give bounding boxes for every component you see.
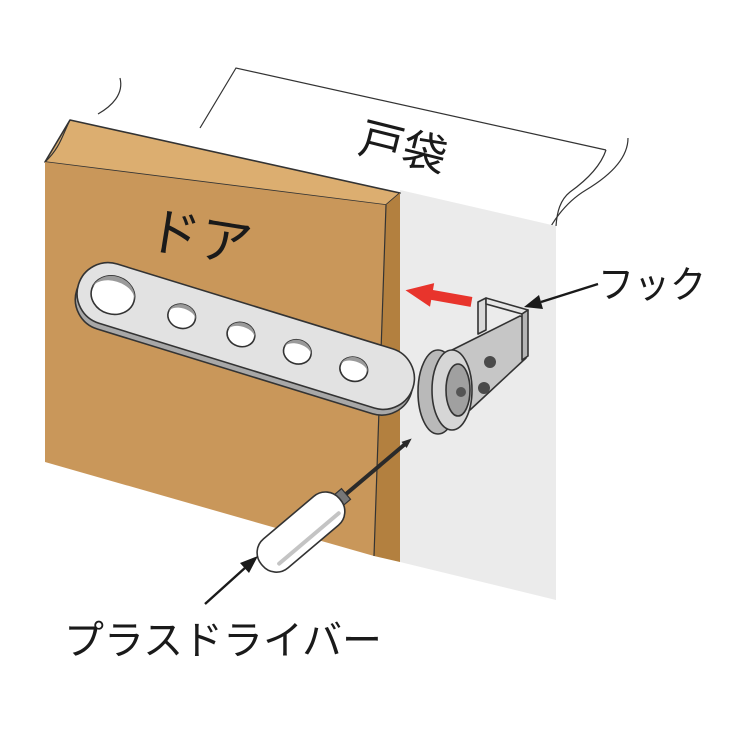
pivot-screw (456, 387, 466, 397)
hanger-arm-hole-shade (227, 322, 255, 339)
screwdriver-handle-shade (277, 511, 341, 566)
screwdriver-pointer-line (204, 566, 247, 605)
screwdriver-tip (401, 438, 412, 449)
hook-label: フック (598, 263, 706, 307)
screwdriver-label: プラスドライバー (64, 618, 382, 664)
door-pocket-top (200, 68, 606, 226)
screwdriver-shaft (342, 441, 408, 498)
hook-pointer-arrowhead (524, 295, 543, 309)
hanger-arm-hole-shade (168, 304, 196, 321)
hook-bracket (417, 297, 529, 435)
hook-left-flange (477, 297, 487, 335)
door-pocket-top-outline (199, 67, 607, 151)
hanger-arm-large-hole-shade (91, 275, 135, 302)
bracket-screw (484, 356, 496, 368)
door-broken-edge (44, 119, 71, 163)
door-pocket-break-line-inner (555, 149, 607, 227)
hanger-arm (74, 261, 416, 416)
screwdriver (256, 438, 412, 573)
hanger-arm-hole-shade (340, 357, 368, 374)
slide-direction-arrow-shape (405, 283, 473, 307)
bracket-screw (478, 382, 490, 394)
slide-direction-arrow (405, 283, 473, 307)
hook-right-flange (521, 309, 529, 361)
screwdriver-pointer-arrowhead (240, 556, 258, 573)
hanger-arm-hole-shade (283, 339, 312, 356)
hook-pointer-line (540, 282, 599, 304)
screwdriver-handle (256, 491, 346, 573)
wall-break-line-left (97, 77, 122, 115)
